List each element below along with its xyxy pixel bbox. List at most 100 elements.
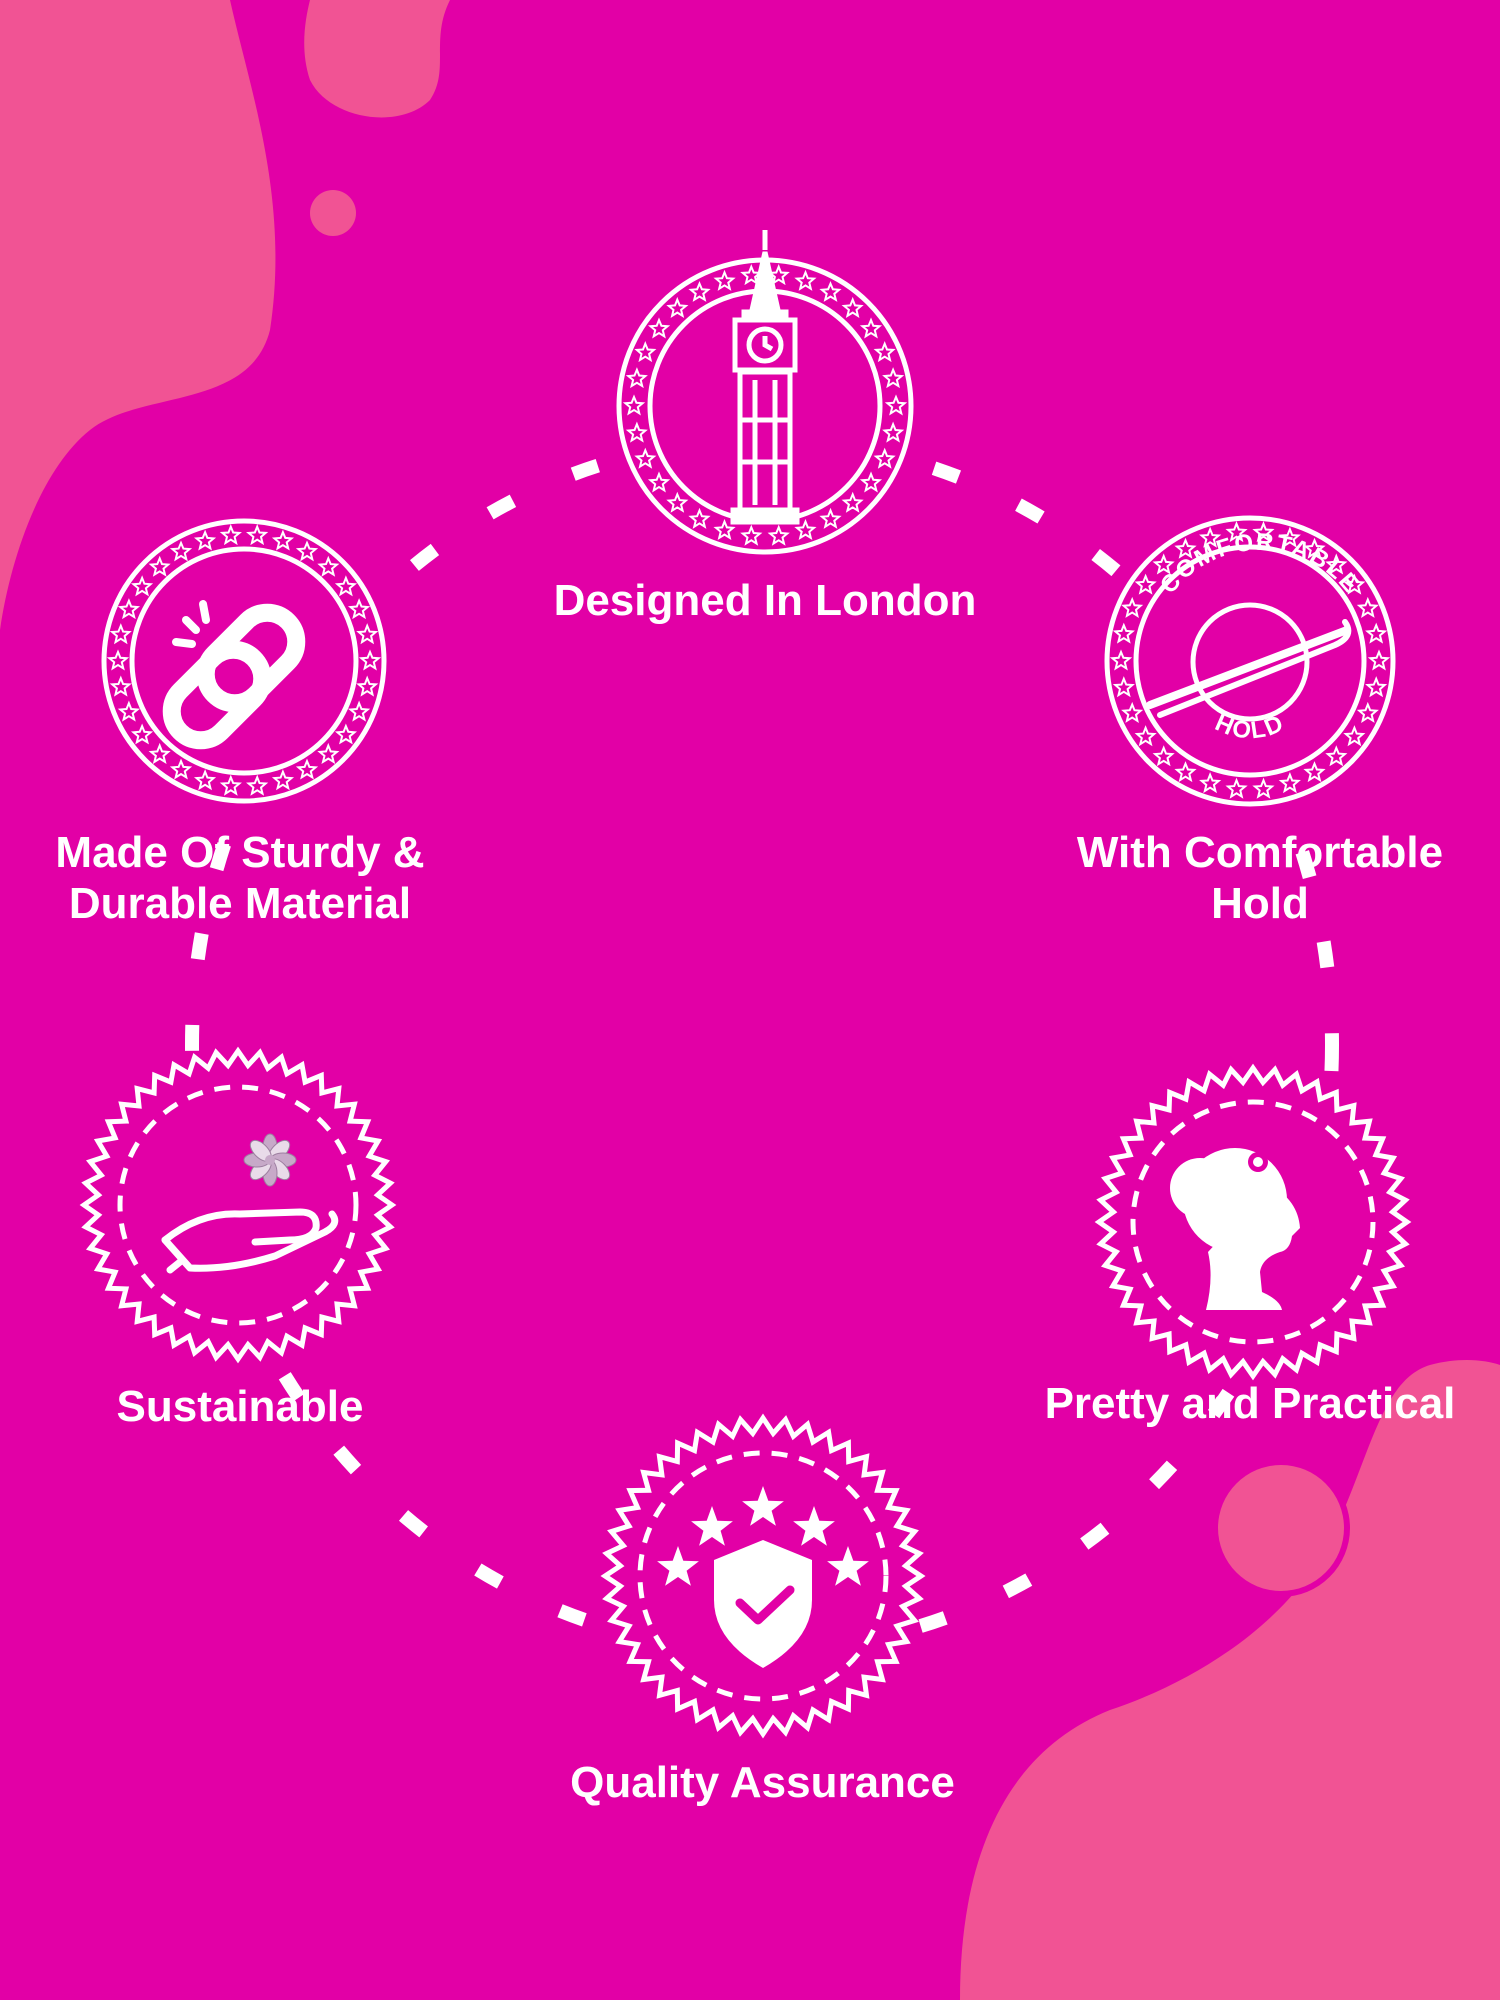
ring-star: [873, 447, 896, 469]
ring-star: [193, 529, 217, 551]
star-icon: [742, 1486, 784, 1526]
feature-label-pretty: Pretty and Practical: [1020, 1378, 1480, 1429]
feature-label-line: Sustainable: [116, 1382, 364, 1431]
ring-star: [1199, 772, 1222, 794]
feature-label-comfortable: With Comfortable Hold: [1040, 827, 1480, 929]
ring-star: [347, 598, 371, 620]
ring-star: [859, 317, 883, 339]
ring-star: [295, 758, 319, 780]
ring-star: [1152, 553, 1175, 575]
ring-star: [1109, 649, 1133, 671]
ring-star: [1325, 553, 1348, 575]
ring-star: [1121, 596, 1144, 618]
seal-edge: [79, 1046, 397, 1364]
ring-star: [713, 518, 736, 541]
ring-star: [666, 491, 689, 513]
feature-label-line: Hold: [1211, 879, 1309, 928]
star-icon: [793, 1506, 835, 1546]
ring-star: [634, 447, 657, 469]
ring-star: [356, 675, 379, 697]
ring-star: [841, 491, 864, 513]
ring-star: [647, 317, 671, 339]
ring-star: [1199, 526, 1222, 548]
ring-star: [334, 723, 358, 745]
ring-star: [1174, 761, 1197, 783]
ring-star: [317, 742, 340, 765]
ring-star: [219, 774, 242, 796]
ring-star: [130, 723, 154, 745]
ring-star: [1343, 725, 1366, 747]
feature-label-line: Designed In London: [553, 576, 977, 625]
blob-ring-dot: [1218, 1465, 1344, 1591]
star-icon: [691, 1506, 733, 1546]
ring-star: [819, 281, 842, 302]
feature-label-sustainable: Sustainable: [40, 1381, 440, 1432]
ring-star: [819, 507, 842, 529]
ring-star: [794, 269, 817, 291]
flower-icon: [243, 1133, 297, 1187]
ring-star: [1174, 537, 1197, 559]
ring-star: [625, 421, 648, 443]
ring-star: [622, 394, 646, 416]
ring-star: [317, 555, 340, 577]
ring-star: [334, 575, 358, 597]
feature-label-line: Made Of Sturdy &: [55, 828, 425, 877]
ring-star: [882, 367, 905, 389]
ring-star: [688, 507, 711, 529]
ring-star: [1367, 649, 1391, 671]
hand-with-flower-icon: [161, 1208, 339, 1274]
hair-pin-icon: [1146, 619, 1352, 718]
big-ben-tower-icon: [730, 230, 800, 525]
ring-star: [1365, 622, 1388, 644]
ring-star: [1303, 761, 1326, 783]
ring-star: [193, 769, 217, 791]
blob-top-left-upper: [304, 0, 450, 118]
badge-sturdy: [101, 518, 387, 804]
ring-star: [169, 758, 193, 780]
ring-star: [1252, 521, 1275, 543]
ring-star: [1112, 676, 1135, 698]
ring-star: [246, 774, 269, 796]
ring-star: [1121, 701, 1144, 723]
feature-label-line: Pretty and Practical: [1044, 1379, 1456, 1428]
feature-label-line: Quality Assurance: [570, 1758, 955, 1807]
ring-star: [117, 700, 141, 722]
ring-star: [295, 540, 319, 562]
ring-star: [148, 555, 171, 577]
blob-bottom-right: [960, 1360, 1500, 2000]
blob-dot-small: [310, 190, 356, 236]
ring-star: [882, 421, 905, 443]
ring-star: [1152, 745, 1175, 767]
badge-london: [616, 230, 914, 555]
feature-label-london: Designed In London: [515, 575, 1015, 626]
ring-star: [767, 524, 790, 546]
star-icon: [657, 1546, 699, 1586]
ring-star: [1134, 725, 1157, 747]
ring-star: [1225, 777, 1248, 799]
feature-label-sturdy: Made Of Sturdy & Durable Material: [20, 827, 460, 929]
chain-link-icon: [162, 600, 306, 750]
ring-star: [625, 367, 648, 389]
ring-star: [1325, 745, 1348, 767]
ring-star: [1252, 777, 1275, 799]
ring-star: [1112, 622, 1135, 644]
ring-star: [106, 649, 130, 671]
feature-label-line: Durable Material: [68, 879, 412, 928]
ring-star: [169, 540, 193, 562]
ring-star: [647, 471, 671, 493]
ring-star: [358, 649, 382, 671]
ring-star: [841, 296, 864, 319]
badge-quality: [600, 1413, 926, 1739]
ring-star: [130, 575, 154, 597]
ring-star: [1278, 772, 1301, 794]
ring-star: [1134, 573, 1157, 595]
badge-pretty: [1094, 1063, 1412, 1381]
ring-star: [794, 518, 817, 541]
ring-star: [1356, 701, 1379, 723]
ring-star: [109, 623, 132, 645]
ring-star: [148, 742, 171, 765]
ring-star: [1278, 526, 1301, 548]
ring-star: [859, 471, 883, 493]
ring-star: [1356, 596, 1379, 618]
